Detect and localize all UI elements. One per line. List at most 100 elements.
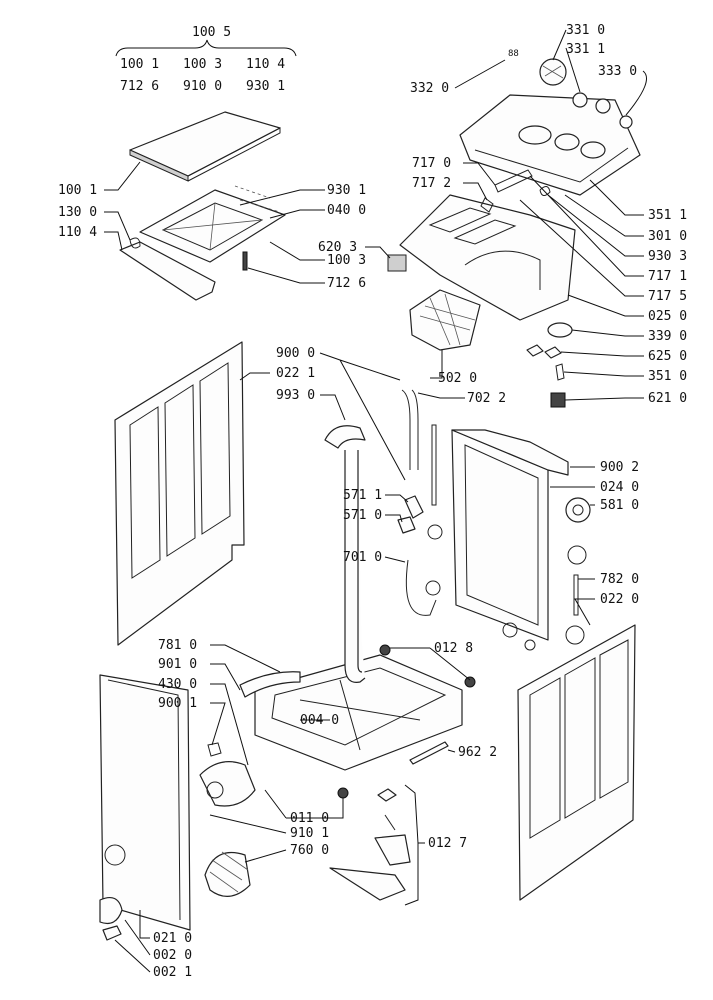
base-frame-cross xyxy=(299,679,421,751)
cam-disc xyxy=(547,322,573,338)
support-strip-9622 xyxy=(409,741,449,765)
callout-7600: 760 0 xyxy=(290,843,329,858)
leader-lines xyxy=(104,29,647,973)
leader-4300 xyxy=(210,683,249,766)
callout-3330: 333 0 xyxy=(598,64,637,79)
front-panel-port xyxy=(104,844,126,866)
leader-0221 xyxy=(239,372,270,381)
switch-6210 xyxy=(550,392,566,408)
leader-5710 xyxy=(385,514,403,523)
rod-7820 xyxy=(573,574,579,616)
filter-7600-ribs xyxy=(209,851,249,893)
callout-1003: 100 3 xyxy=(327,253,366,268)
control-panel-assembly xyxy=(387,58,641,408)
cabinet-panels xyxy=(99,341,636,941)
right-side-panel xyxy=(517,624,636,901)
foot-3 xyxy=(337,787,349,799)
funnel-0127 xyxy=(374,834,411,866)
front-trim-strip xyxy=(119,241,216,301)
leader-0127 xyxy=(404,784,425,906)
rod-0127 xyxy=(384,814,396,831)
frame-port xyxy=(502,622,518,638)
callout-7172: 717 2 xyxy=(412,176,451,191)
callout-3320: 332 0 xyxy=(410,81,449,96)
dispenser-compartments xyxy=(428,207,517,245)
timer-module xyxy=(409,289,481,351)
lever-717 xyxy=(494,169,533,193)
leader-9101 xyxy=(209,814,287,834)
callout-7810: 781 0 xyxy=(158,638,197,653)
cover-clip xyxy=(102,925,122,941)
filter-cover xyxy=(99,897,123,925)
connector-ring-c2 xyxy=(565,625,585,645)
callout-1104: 110 4 xyxy=(58,225,97,240)
leader-0021 xyxy=(114,939,151,973)
callout-0220: 022 0 xyxy=(600,592,639,607)
callout-3310: 331 0 xyxy=(566,23,605,38)
leader-9930 xyxy=(320,394,346,421)
bracket-0127-a xyxy=(377,788,397,802)
hose-ring-f1 xyxy=(427,524,443,540)
header-code-9301: 930 1 xyxy=(246,79,285,94)
inlet-hose-7010 xyxy=(405,559,437,616)
valve-5710 xyxy=(397,516,416,534)
front-panel xyxy=(99,674,191,931)
left-side-panel xyxy=(114,341,245,646)
latch-7172 xyxy=(480,197,494,213)
callout-3390: 339 0 xyxy=(648,329,687,344)
leader-7810 xyxy=(210,644,281,673)
leader-1104 xyxy=(104,231,123,251)
header-code-1001: 100 1 xyxy=(120,57,159,72)
leader-0210 xyxy=(139,910,150,939)
leader-9000a xyxy=(319,352,406,481)
top-lid-assembly xyxy=(119,111,286,301)
hose-elbow xyxy=(324,425,366,449)
callout-6210: 621 0 xyxy=(648,391,687,406)
callout-3311: 331 1 xyxy=(566,42,605,57)
rear-frame-top-bracket xyxy=(451,429,569,476)
small-knob-2 xyxy=(595,98,611,114)
leader-1003 xyxy=(269,241,325,261)
callout-9930: 993 0 xyxy=(276,388,315,403)
callout-9301: 930 1 xyxy=(327,183,366,198)
pump-inlet xyxy=(206,781,224,799)
foot-2 xyxy=(464,676,476,688)
leader-9010 xyxy=(210,663,241,691)
leader-7170 xyxy=(463,162,496,186)
callout-9101: 910 1 xyxy=(290,826,329,841)
left-panel-rib-2 xyxy=(164,384,196,557)
callout-7175: 717 5 xyxy=(648,289,687,304)
callout-0110: 011 0 xyxy=(290,811,329,826)
leader-9001 xyxy=(210,702,226,746)
header-code-1104: 110 4 xyxy=(246,57,285,72)
leader-9301 xyxy=(239,189,325,206)
leader-3330 xyxy=(625,70,647,116)
top-frame-cross xyxy=(162,202,263,251)
callout-7171: 717 1 xyxy=(648,269,687,284)
leader-0220 xyxy=(574,598,595,626)
callout-0040: 004 0 xyxy=(300,713,339,728)
leader-3320 xyxy=(454,59,506,89)
leader-0020 xyxy=(124,919,151,956)
leader-7010 xyxy=(384,556,406,563)
callout-0020: 002 0 xyxy=(153,948,192,963)
leader-1300 xyxy=(104,211,131,241)
console-knob-hole-2 xyxy=(554,133,580,151)
leader-0110 xyxy=(264,789,344,819)
header-group: 100 5 100 1 100 3 110 4 712 6 910 0 930 … xyxy=(115,25,297,94)
connector-ring-c1 xyxy=(567,545,587,565)
console-knob-hole-1 xyxy=(518,125,552,145)
callout-9303: 930 3 xyxy=(648,249,687,264)
leader-1001 xyxy=(104,161,141,191)
leader-5711 xyxy=(385,494,409,503)
callout-3511: 351 1 xyxy=(648,208,687,223)
callout-5710: 571 0 xyxy=(343,508,382,523)
leader-7172 xyxy=(463,182,488,201)
leader-0128 xyxy=(390,647,471,681)
pump-assembly xyxy=(199,761,256,807)
callout-9001: 900 1 xyxy=(158,696,197,711)
callout-4300: 430 0 xyxy=(158,677,197,692)
right-panel-rib-2 xyxy=(564,657,596,819)
filter-7600 xyxy=(204,851,251,897)
